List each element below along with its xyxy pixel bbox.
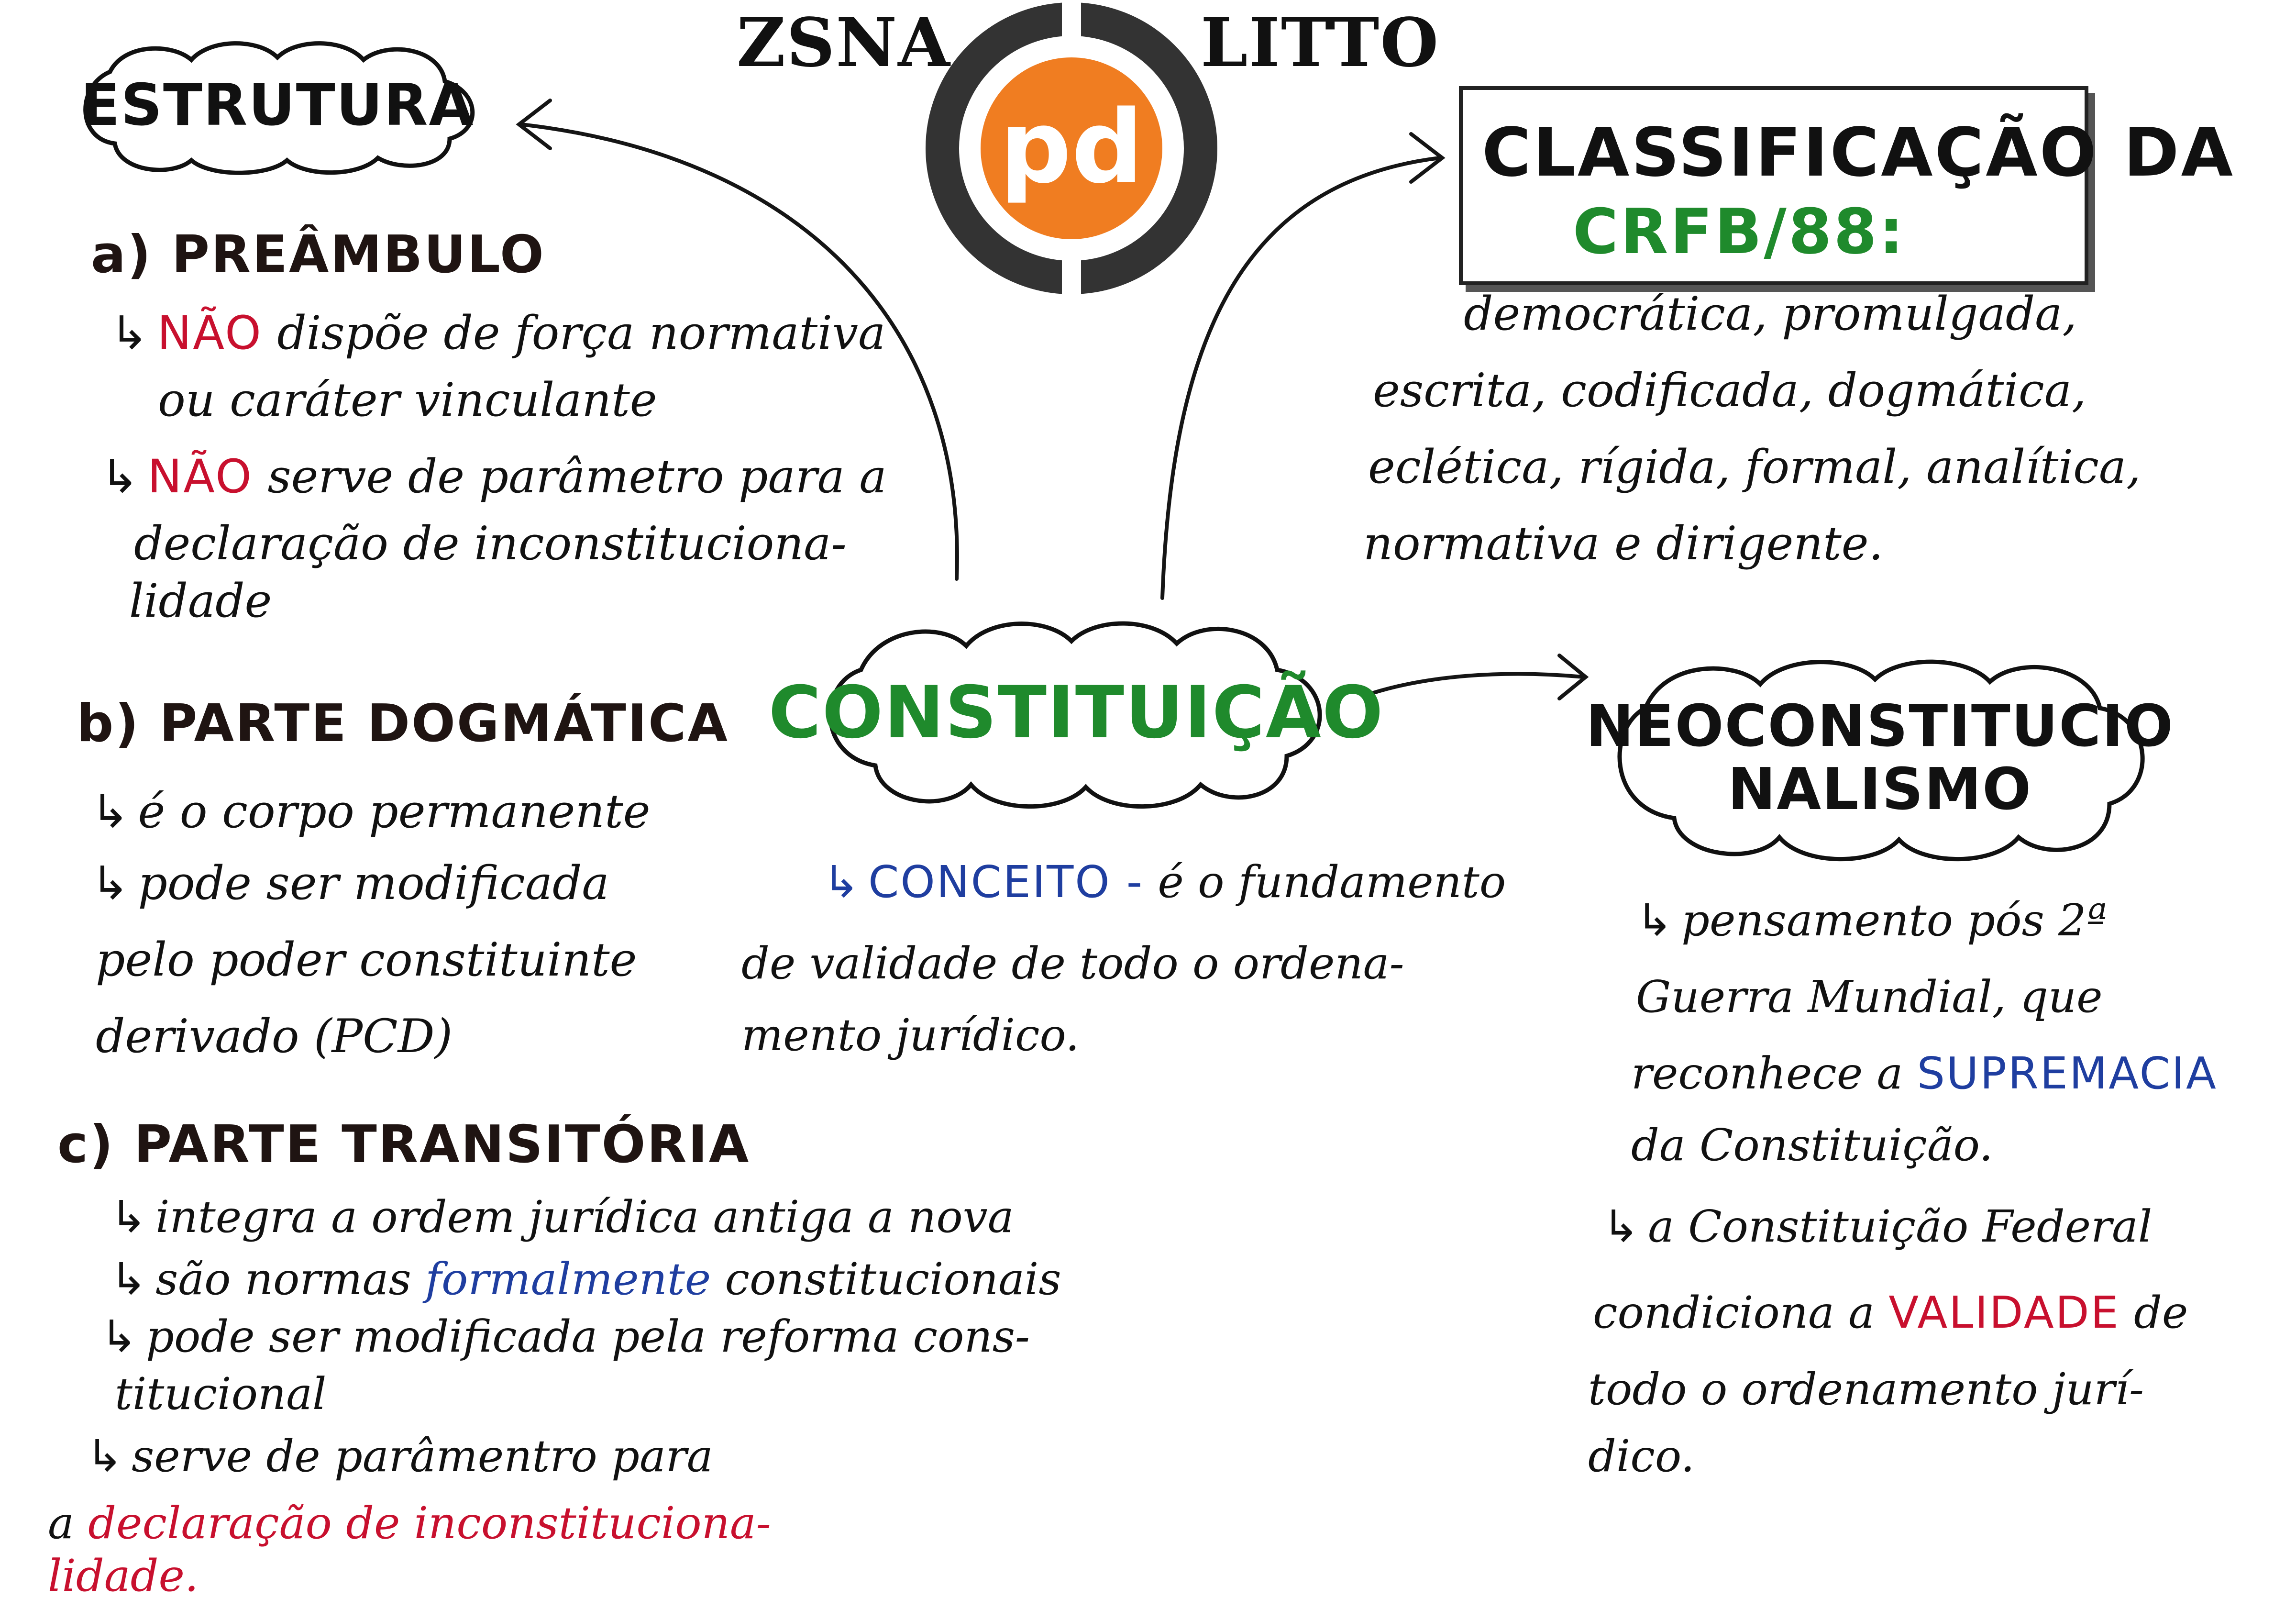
transitoria-item-2: ↳são normas formalmente constitucionais bbox=[110, 1254, 1061, 1305]
classificacao-title-1: CLASSIFICAÇÃO DA bbox=[1482, 114, 2235, 192]
arrow-head-estrutura bbox=[516, 99, 552, 150]
classificacao-box: CLASSIFICAÇÃO DA CRFB/88: bbox=[1459, 86, 2233, 285]
conceito-line-2: de validade de todo o ordena- bbox=[741, 938, 1404, 989]
conceito-line-1: ↳CONCEITO - é o fundamento bbox=[823, 856, 1506, 908]
arrow-head-neo bbox=[1557, 654, 1589, 700]
transitoria-item-4: ↳serve de parâmentro para bbox=[86, 1431, 713, 1482]
neo-title-line-1: NEOCONSTITUCIO bbox=[1586, 693, 2174, 760]
neo-p1-line-2: Guerra Mundial, que bbox=[1636, 971, 2103, 1022]
dogmatica-heading: b) PARTE DOGMÁTICA bbox=[77, 694, 729, 754]
transitoria-item-4-cont-2: lidade. bbox=[48, 1550, 199, 1601]
constituicao-title: CONSTITUIÇÃO bbox=[768, 671, 1384, 755]
neo-p1-line-1: ↳pensamento pós 2ª bbox=[1636, 895, 2108, 946]
cloud-constituicao: CONSTITUIÇÃO bbox=[768, 612, 1384, 813]
preambulo-item-1-cont: ou caráter vinculante bbox=[158, 373, 657, 427]
neo-title: NEOCONSTITUCIO NALISMO bbox=[1586, 646, 2173, 871]
classificacao-text-1: democrática, promulgada, bbox=[1464, 287, 2077, 341]
dogmatica-item-1: ↳é o corpo permanente bbox=[91, 785, 651, 838]
preambulo-item-2: ↳NÃO serve de parâmetro para a bbox=[100, 450, 887, 503]
arrow-to-estrutura bbox=[519, 122, 959, 581]
dogmatica-item-2: ↳pode ser modificada bbox=[91, 856, 609, 910]
arrow-to-neo bbox=[1361, 672, 1585, 698]
classificacao-text-3: eclética, rígida, formal, analítica, bbox=[1368, 440, 2141, 494]
arrow-to-classificacao bbox=[1160, 156, 1442, 600]
preambulo-item-2-cont-2: lidade bbox=[129, 574, 272, 628]
cloud-neoconstitucionalismo: NEOCONSTITUCIO NALISMO bbox=[1586, 646, 2173, 871]
dogmatica-item-2-cont-2: derivado (PCD) bbox=[96, 1010, 453, 1063]
preambulo-item-1: ↳NÃO dispõe de força normativa bbox=[110, 306, 886, 360]
neo-p2-line-2: condiciona a VALIDADE de bbox=[1593, 1287, 2188, 1338]
logo-word-right: LITTO bbox=[1201, 4, 1440, 82]
classificacao-title-2: CRFB/88: bbox=[1573, 195, 1906, 268]
conceito-line-3: mento jurídico. bbox=[741, 1010, 1080, 1061]
estrutura-title: ESTRUTURA bbox=[80, 72, 475, 139]
logo-word-left: ZSNA bbox=[737, 4, 951, 82]
logo: pd bbox=[918, 0, 1225, 297]
preambulo-item-2-cont-1: declaração de inconstituciona- bbox=[134, 517, 847, 570]
neo-p1-line-4: da Constituição. bbox=[1631, 1120, 1993, 1171]
transitoria-item-3-cont: titucional bbox=[115, 1368, 327, 1420]
neo-p2-line-4: dico. bbox=[1588, 1431, 1695, 1482]
neo-p1-line-3: reconhece a SUPREMACIA bbox=[1631, 1048, 2218, 1099]
transitoria-heading: c) PARTE TRANSITÓRIA bbox=[57, 1115, 751, 1175]
classificacao-text-2: escrita, codificada, dogmática, bbox=[1373, 364, 2086, 417]
logo-mark-text: pd bbox=[1000, 89, 1144, 206]
transitoria-item-3: ↳pode ser modificada pela reforma cons- bbox=[100, 1311, 1030, 1362]
logo-mark-icon: pd bbox=[926, 0, 1217, 297]
neo-p2-line-1: ↳a Constituição Federal bbox=[1602, 1201, 2152, 1252]
arrow-head-classificacao bbox=[1409, 132, 1446, 184]
cloud-estrutura: ESTRUTURA bbox=[67, 33, 488, 177]
preambulo-heading: a) PREÂMBULO bbox=[91, 225, 545, 285]
neo-p2-line-3: todo o ordenamento jurí- bbox=[1588, 1364, 2144, 1415]
dogmatica-item-2-cont-1: pelo poder constituinte bbox=[96, 933, 637, 987]
transitoria-item-4-cont-1: a declaração de inconstituciona- bbox=[48, 1498, 771, 1549]
neo-title-line-2: NALISMO bbox=[1727, 756, 2032, 823]
transitoria-item-1: ↳integra a ordem jurídica antiga a nova bbox=[110, 1191, 1014, 1243]
classificacao-text-4: normativa e dirigente. bbox=[1363, 517, 1884, 570]
